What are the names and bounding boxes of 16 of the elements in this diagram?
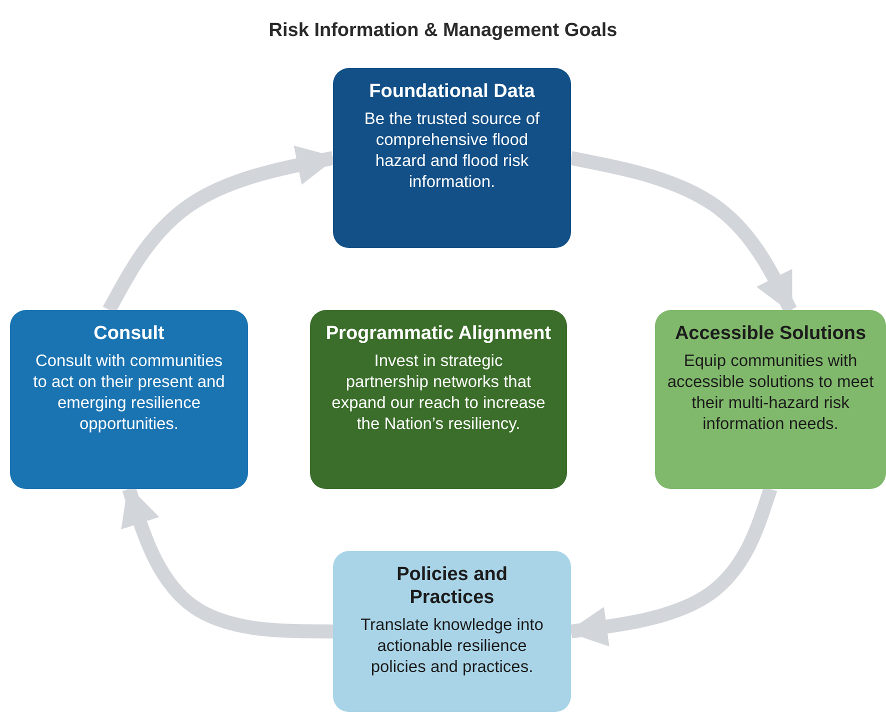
card-heading: Policies and Practices xyxy=(396,563,508,609)
card-heading: Accessible Solutions xyxy=(674,322,866,345)
card-description: Be the trusted source of comprehensive flood hazard and flood risk information. xyxy=(363,109,541,193)
card-description: Equip communities with accessible solutions to meet their multi-hazard risk information needs. xyxy=(666,351,875,435)
goal-card xyxy=(333,68,571,248)
card-heading: Foundational Data xyxy=(369,80,535,103)
title: Risk Information & Management Goals xyxy=(268,20,618,42)
card-description: Invest in strategic partnership networks that expand our reach to increase the Nation’s resiliency. xyxy=(331,351,546,435)
goal-card xyxy=(310,310,567,489)
card-heading: Programmatic Alignment xyxy=(326,322,552,345)
goal-card xyxy=(10,310,248,489)
card-description: Translate knowledge into actionable resilience policies and practices. xyxy=(360,615,544,678)
goal-card xyxy=(333,551,571,712)
card-description: Consult with communities to act on their present and emerging resilience opportunities. xyxy=(32,351,226,435)
card-heading: Consult xyxy=(94,322,164,345)
goal-card xyxy=(655,310,886,489)
